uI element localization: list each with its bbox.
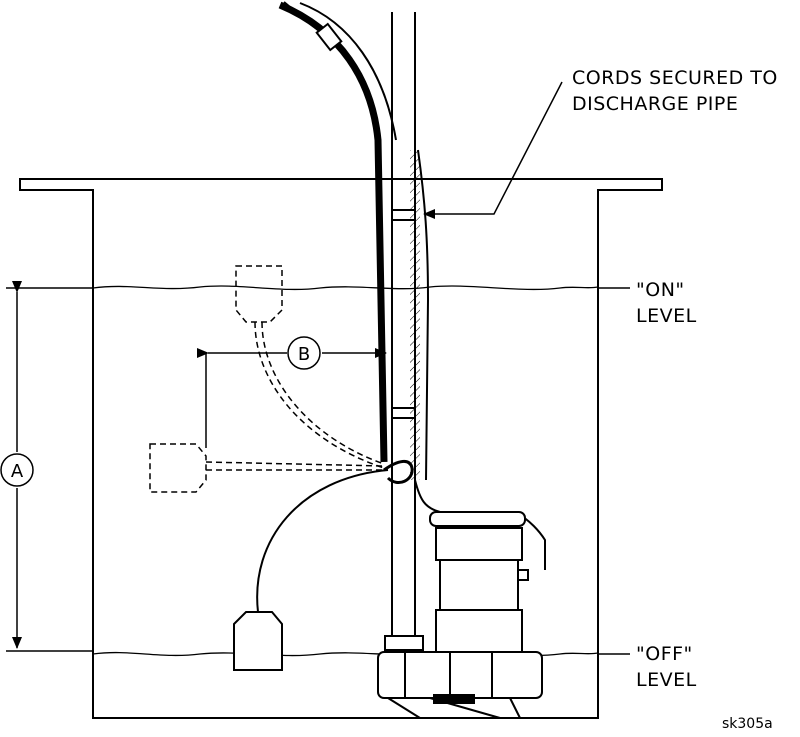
- dimension-b-label: B: [298, 344, 310, 365]
- on-level-text-line1: "ON": [636, 279, 685, 301]
- sump-pump: [377, 479, 546, 719]
- dimension-a: [0, 281, 92, 652]
- off-water-level-line: [92, 651, 599, 657]
- callout-text-line1: CORDS SECURED TO: [572, 67, 778, 89]
- on-water-level-line: [92, 285, 599, 291]
- off-level-text-line2: LEVEL: [636, 669, 697, 691]
- power-cords: [278, 1, 430, 484]
- float-switch-mid-position: [149, 443, 385, 493]
- on-level-text-line2: LEVEL: [636, 305, 697, 327]
- float-switch-on-position: [235, 265, 385, 469]
- sump-basin: [19, 178, 663, 719]
- dimension-b: [197, 336, 387, 448]
- off-level-text-line1: "OFF": [636, 643, 693, 665]
- float-switch-off-position: [233, 469, 389, 671]
- callout-text-line2: DISCHARGE PIPE: [572, 93, 738, 115]
- drawing-reference: sk305a: [722, 716, 773, 732]
- callout-leader-line: [423, 81, 563, 219]
- dimension-a-label: A: [11, 461, 24, 482]
